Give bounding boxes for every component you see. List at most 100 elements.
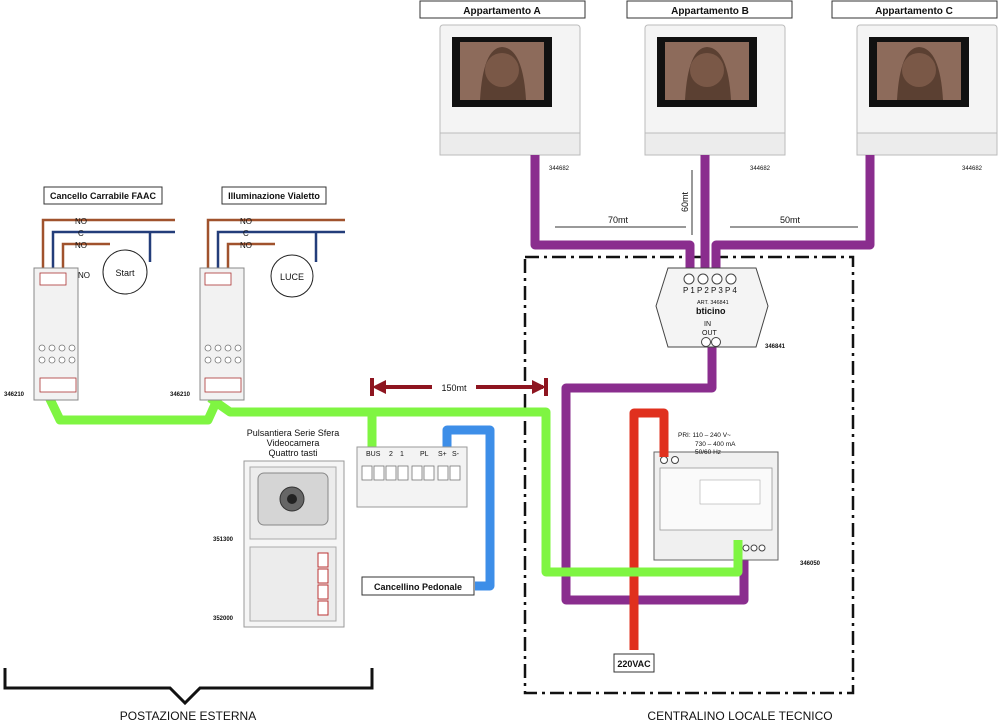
distributor-port-3-label: P 3 [711, 286, 723, 295]
actuator-light-dipswitch [224, 356, 232, 364]
actuator-light: Illuminazione Vialetto NO C NO LUCE 3462… [170, 186, 345, 401]
bus-distance-arrow-left [372, 380, 386, 394]
distributor-port-terminals [683, 273, 737, 285]
door-panel-title-1: Pulsantiera Serie Sfera [247, 428, 340, 438]
actuator-light-title-box [221, 186, 327, 205]
door-panel-terminal-screws [361, 465, 461, 481]
distributor-port-2 [697, 273, 709, 285]
power-supply-out-terminal-3 [750, 544, 758, 552]
gate-motor-icon [102, 249, 148, 295]
apartment-b-label: Appartamento B [671, 6, 749, 17]
terminal-s-plus: S+ [438, 451, 447, 458]
distributor-art: ART. 346841 [697, 300, 729, 306]
distributor-in-terminal [701, 337, 711, 347]
actuator-gate: Cancello Carrabile FAAC NO C NO NO Start… [4, 186, 175, 401]
actuator-light-terminal-no1: NO [240, 217, 252, 226]
distributor-out: OUT [702, 330, 718, 337]
power-supply-spec-2: 730 – 400 mA [695, 441, 736, 448]
actuator-light-dipswitch [204, 344, 212, 352]
distance-c: 50mt [780, 215, 801, 225]
power-supply-code: 346050 [800, 561, 821, 567]
power-supply-l-terminal [660, 456, 668, 464]
actuator-light-title: Illuminazione Vialetto [228, 191, 320, 201]
call-button-3[interactable] [317, 584, 329, 600]
distributor-out-terminal [711, 337, 721, 347]
distributor-code: 346841 [765, 344, 786, 350]
actuator-gate-dipswitch [58, 344, 66, 352]
apartment-a-code: 344682 [549, 166, 570, 172]
terminal-1: 1 [400, 451, 404, 458]
bus-distance-arrow-right [532, 380, 546, 394]
actuator-light-wire-no2 [226, 242, 275, 270]
actuator-light-wire-no1 [206, 218, 345, 270]
call-button-4[interactable] [317, 600, 329, 616]
distributor-in: IN [704, 321, 711, 328]
apartment-a-label: Appartamento A [463, 6, 540, 17]
bus-wires [530, 155, 875, 605]
actuator-gate-wire-c [51, 230, 175, 270]
power-supply-label-panel [699, 479, 761, 505]
light-bulb-icon [270, 254, 314, 298]
outdoor-section-bracket [3, 668, 374, 706]
monitor-a-hair [480, 47, 526, 100]
terminal-screw [373, 465, 385, 481]
actuator-gate-terminal-no2: NO [75, 241, 87, 250]
actuator-light-bottom-terminals [204, 377, 242, 393]
monitor-a-base [439, 132, 581, 156]
terminal-screw [437, 465, 449, 481]
distance-a: 70mt [608, 215, 629, 225]
camera-lens-center [287, 494, 297, 504]
monitor-c-hair [897, 47, 943, 100]
terminal-bus: BUS [366, 451, 381, 458]
terminal-screw [449, 465, 461, 481]
distributor-port-3 [711, 273, 723, 285]
power-supply-n-terminal [671, 456, 679, 464]
door-panel-title-2: Videocamera [267, 438, 320, 448]
actuator-gate-title-box [43, 186, 163, 205]
bus-wire-apartment-a [530, 155, 695, 278]
actuator-light-top-terminals [204, 272, 232, 286]
actuator-gate-wires [41, 218, 175, 270]
apartment-a: Appartamento A 344682 [419, 0, 586, 172]
door-panel-button-code: 352000 [213, 616, 234, 622]
actuator-light-dipswitch [224, 344, 232, 352]
terminal-screw [385, 465, 397, 481]
call-button-1[interactable] [317, 552, 329, 568]
pedestrian-gate-wire [442, 425, 495, 591]
call-button-2[interactable] [317, 568, 329, 584]
actuator-light-dipswitch [234, 344, 242, 352]
actuator-gate-bottom-terminals [39, 377, 77, 393]
power-supply-out-terminal-4 [758, 544, 766, 552]
power-supply-spec-3: 50/60 Hz [695, 449, 721, 456]
actuator-light-device: LUCE [280, 272, 304, 282]
terminal-pl: PL [420, 451, 429, 458]
actuator-gate-wire-no1 [41, 218, 175, 270]
actuator-light-terminal-c: C [243, 229, 249, 238]
door-panel-title-3: Quattro tasti [268, 448, 317, 458]
apartment-c-label-box [831, 0, 998, 19]
actuator-light-dipswitch [234, 356, 242, 364]
actuator-light-terminal-no2: NO [240, 241, 252, 250]
distributor-port-1-label: P 1 [683, 286, 695, 295]
actuator-light-dipswitch [204, 356, 212, 364]
bus-distance-label: 150mt [441, 383, 467, 393]
actuator-gate-dipswitch [68, 356, 76, 364]
terminal-screw [397, 465, 409, 481]
apartment-b-code: 344682 [750, 166, 771, 172]
actuator-light-dipswitch [214, 356, 222, 364]
actuator-light-dipswitch [214, 344, 222, 352]
terminal-screw [423, 465, 435, 481]
distributor: P 1 P 2 P 3 P 4 ART. 346841 bticino IN O… [655, 267, 786, 350]
mains-wire [629, 408, 669, 650]
monitor-b-hair [685, 47, 731, 100]
actuator-gate-dipswitches [38, 344, 76, 364]
door-panel-camera-code: 351300 [213, 537, 234, 543]
distributor-body [655, 267, 769, 348]
bus-wire-distributor-power [561, 345, 749, 605]
mains-label: 220VAC [617, 659, 651, 669]
power-supply: PRI: 110 – 240 V~ 730 – 400 mA 50/60 Hz … [653, 432, 821, 567]
central-section-label: CENTRALINO LOCALE TECNICO [647, 709, 832, 723]
actuator-gate-dipswitch [58, 356, 66, 364]
pedestrian-gate-label: Cancellino Pedonale [374, 582, 462, 592]
mains-label-box [613, 653, 655, 673]
